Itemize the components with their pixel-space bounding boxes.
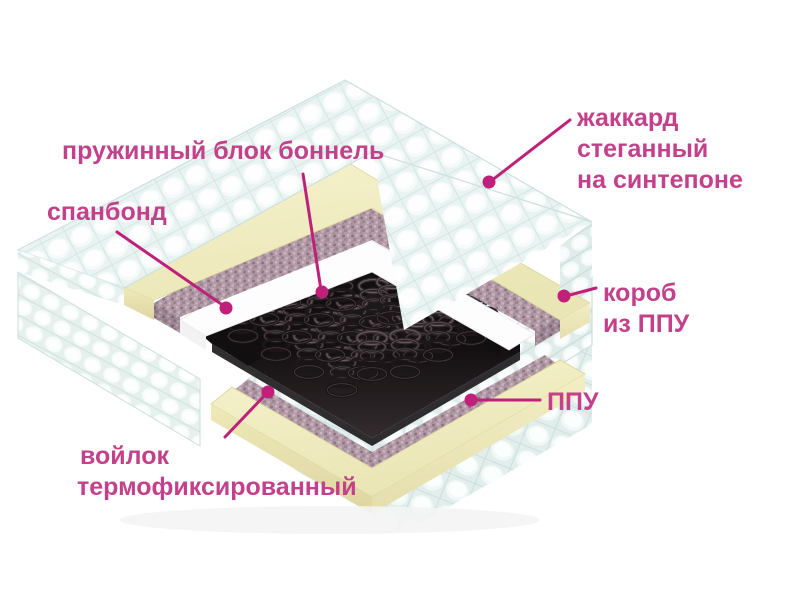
callout-label-bonnell: пружинный блок боннель	[62, 137, 385, 165]
leader-jacquard	[482, 118, 572, 189]
callout-label-box-line2: из ППУ	[603, 310, 690, 338]
leader-box	[557, 286, 598, 303]
ground-shadow	[120, 506, 540, 534]
leader-bonnell	[301, 172, 329, 299]
callout-label-ppu: ППУ	[547, 388, 599, 416]
callout-label-spanbond: спанбонд	[47, 198, 167, 226]
mattress-top-edge-right	[560, 222, 592, 298]
leader-felt	[223, 385, 275, 439]
leader-ppu	[464, 393, 542, 407]
callout-label-jacquard: жаккард стеганный на синтепоне	[577, 103, 743, 196]
callout-label-felt-line1: войлок	[80, 442, 170, 470]
callout-label-felt-line2: термофиксированный	[77, 473, 357, 501]
callout-label-jacquard-line3: на синтепоне	[577, 166, 743, 194]
mattress-top-edge-left	[18, 250, 124, 305]
layer-ppu-top-deck	[123, 159, 591, 339]
mattress-left-side-wall	[17, 271, 201, 447]
callout-label-box-line1: короб	[603, 279, 677, 307]
callout-label-jacquard-line2: стеганный	[577, 135, 709, 163]
callout-label-jacquard-line1: жаккард	[577, 104, 679, 132]
layer-ppu-bottom-edge	[211, 374, 585, 514]
callout-label-box: короб из ППУ	[603, 278, 689, 340]
leader-spanbond	[115, 230, 233, 315]
callout-label-felt: войлок термофиксированный	[77, 441, 357, 503]
callout-leaders	[115, 118, 598, 439]
layer-felt-bottom	[232, 355, 560, 474]
